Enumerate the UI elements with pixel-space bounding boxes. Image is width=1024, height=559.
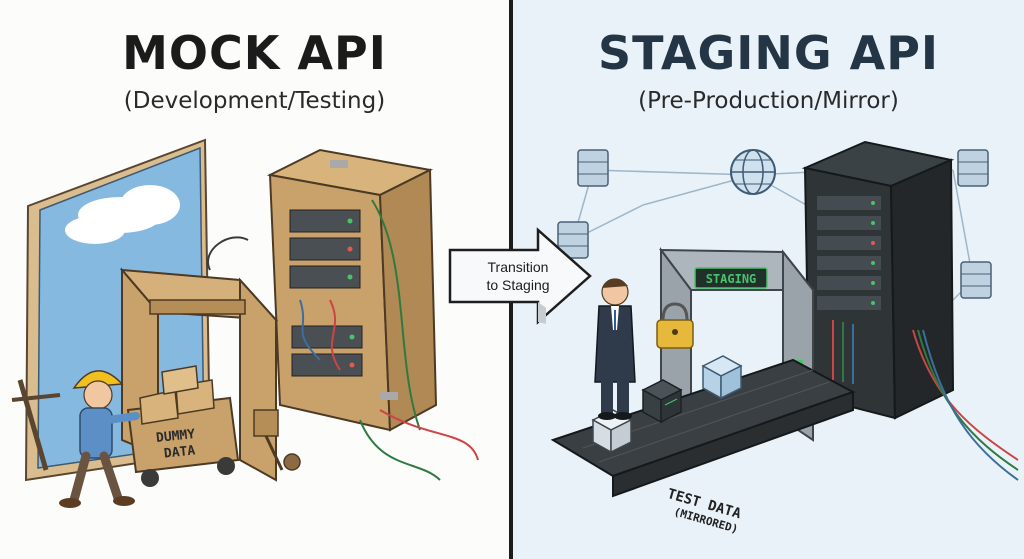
worker-hardhat-icon (59, 370, 140, 508)
mock-api-artwork: DUMMY DATA (11, 138, 479, 508)
staging-api-subtitle: (Pre-Production/Mirror) (638, 88, 899, 114)
staging-api-panel: STAGING TEST DATA (MIRRORED) (513, 0, 1024, 559)
gate-sign-text: STAGING (706, 272, 757, 286)
data-cube-icon (591, 355, 743, 454)
server-icon (557, 149, 992, 299)
cart-icon: DUMMY DATA (126, 365, 240, 487)
server-rack-icon (801, 140, 1019, 481)
staging-api-title: STAGING API (597, 26, 940, 80)
globe-icon (730, 149, 776, 195)
mock-api-title: MOCK API (122, 26, 387, 80)
transition-label-line2: to Staging (486, 277, 550, 293)
cart-label-line2: DATA (163, 443, 196, 461)
businessman-icon (594, 278, 636, 420)
conveyor-belt-icon: TEST DATA (MIRRORED) (550, 358, 856, 536)
mock-api-subtitle: (Development/Testing) (123, 88, 386, 114)
arrow-right-icon (448, 227, 592, 325)
transition-label: Transition to Staging (466, 258, 570, 294)
transition-arrow: Transition to Staging (446, 224, 596, 328)
mock-api-panel: DUMMY DATA MOCK API (Development/Testing… (0, 0, 509, 559)
padlock-icon (656, 302, 694, 349)
staging-api-artwork: STAGING TEST DATA (MIRRORED) (550, 140, 1019, 536)
transition-label-line1: Transition (487, 259, 549, 275)
cardboard-server-rack-icon (207, 148, 479, 481)
cart-label-line1: DUMMY (155, 427, 196, 446)
